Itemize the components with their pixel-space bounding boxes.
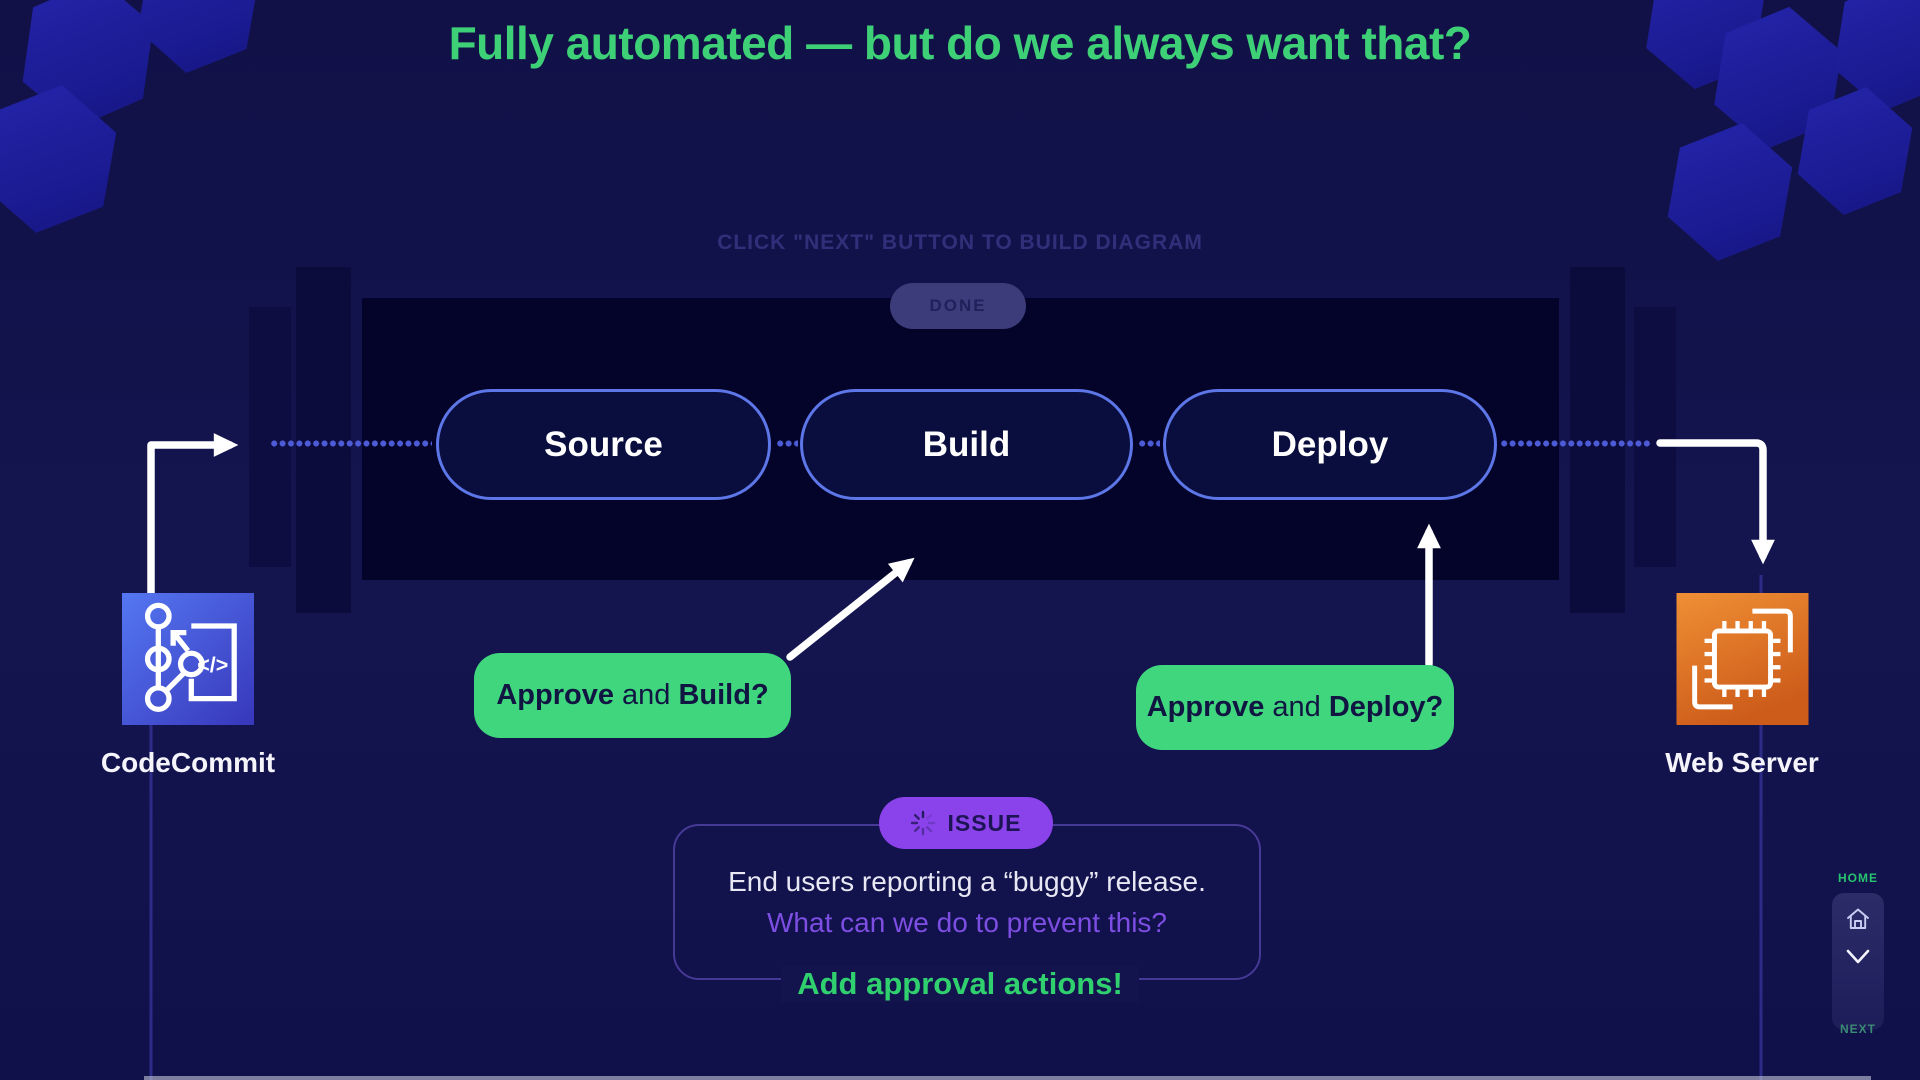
nav-home-label: HOME xyxy=(1838,871,1878,885)
codecommit-label: CodeCommit xyxy=(100,747,276,778)
dotted-connector xyxy=(1138,439,1160,448)
dotted-connector xyxy=(1500,439,1651,448)
home-icon xyxy=(1847,908,1869,929)
done-button[interactable]: DONE xyxy=(890,283,1026,329)
stage-pill-deploy: Deploy xyxy=(1163,389,1497,500)
next-button[interactable] xyxy=(1832,941,1884,973)
dotted-connector xyxy=(270,439,432,448)
callout-text: Build? xyxy=(678,679,769,711)
spinner-icon xyxy=(911,810,936,836)
issue-badge-label: ISSUE xyxy=(947,809,1022,836)
callout-text: and xyxy=(613,679,679,711)
callout-approve-build: Approve and Build? xyxy=(474,653,791,738)
nav-panel xyxy=(1832,893,1884,1030)
hint-text: CLICK "NEXT" BUTTON TO BUILD DIAGRAM xyxy=(717,231,1203,254)
callout-text: Deploy? xyxy=(1328,691,1444,723)
stage-pill-source: Source xyxy=(436,389,771,500)
callout-approve-deploy: Approve and Deploy? xyxy=(1136,665,1454,750)
dotted-connector xyxy=(776,439,798,448)
callout-text: Approve xyxy=(1146,691,1265,723)
webserver-label: Web Server xyxy=(1665,747,1819,778)
stage-label: Build xyxy=(922,424,1011,464)
callout-text: Approve xyxy=(496,679,614,711)
chevron-down-icon xyxy=(1846,949,1870,964)
arrow-codecommit-to-pipeline xyxy=(147,433,239,600)
stage-pill-build: Build xyxy=(800,389,1133,500)
nav-next-label: NEXT xyxy=(1839,1022,1876,1036)
issue-action-text: Add approval actions! xyxy=(781,966,1139,1002)
home-button[interactable] xyxy=(1832,899,1884,941)
server-chip-icon xyxy=(1676,593,1809,725)
svg-text:</>: </> xyxy=(197,653,228,677)
page-title: Fully automated — but do we always want … xyxy=(448,17,1472,69)
band-bar xyxy=(249,307,291,567)
issue-badge: ISSUE xyxy=(879,797,1053,849)
issue-line-1: End users reporting a “buggy” release. xyxy=(728,866,1206,897)
band-bar xyxy=(1634,307,1676,567)
arrow-approve-to-build xyxy=(786,557,915,661)
stage-label: Deploy xyxy=(1271,424,1389,464)
callout-text: and xyxy=(1264,691,1329,723)
bottom-edge-strip xyxy=(144,1076,1871,1080)
arrow-pipeline-to-webserver xyxy=(1656,439,1775,565)
aws-codecommit-icon: </> xyxy=(122,593,254,725)
issue-action: Add approval actions! xyxy=(0,966,1920,1002)
stage-label: Source xyxy=(544,424,663,464)
issue-line-2: What can we do to prevent this? xyxy=(767,907,1167,938)
